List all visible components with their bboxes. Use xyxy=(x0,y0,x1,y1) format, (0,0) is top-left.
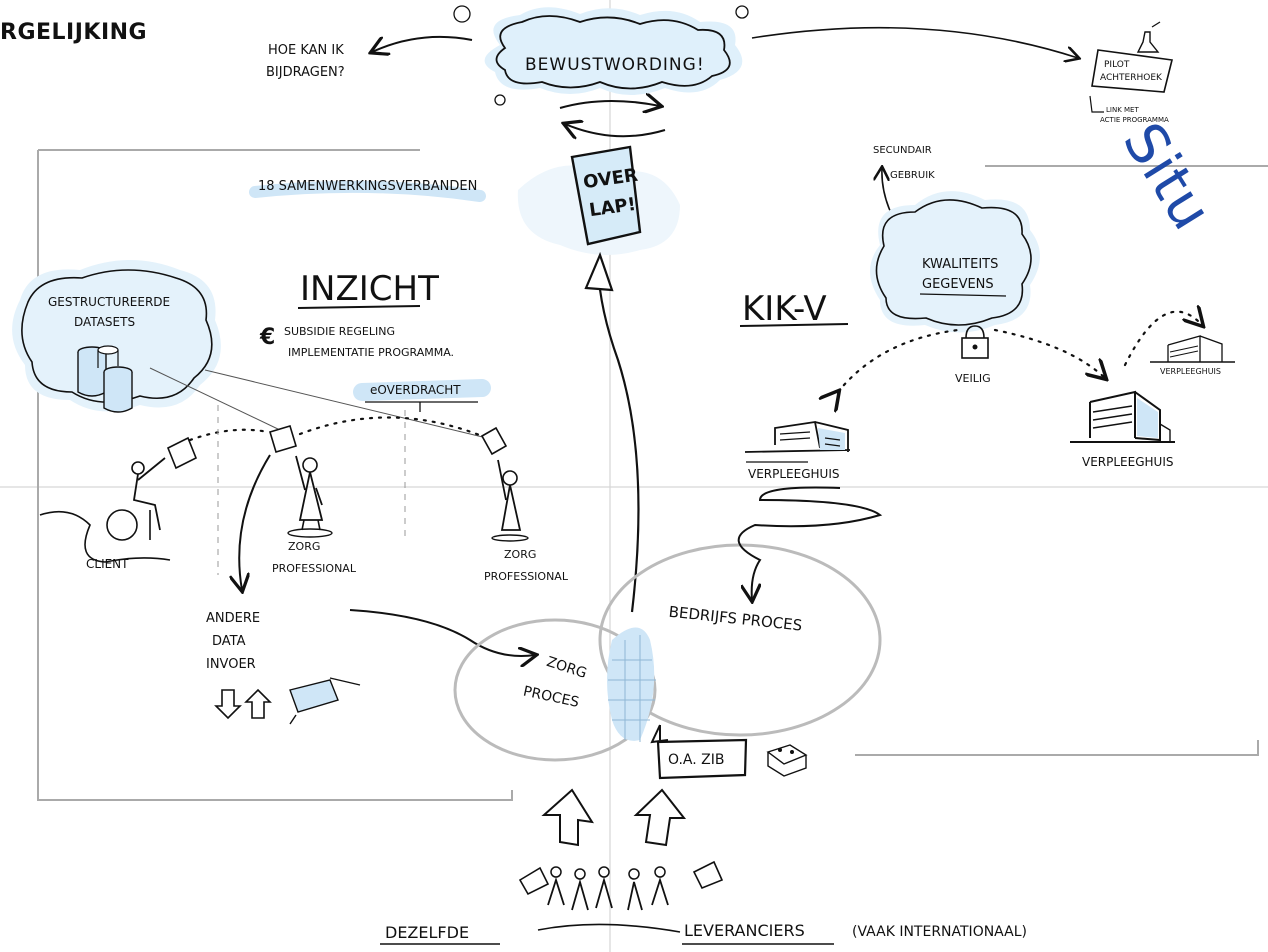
arrow-to-hoe-kan-ik xyxy=(372,35,473,52)
andere-line1: ANDERE xyxy=(206,611,260,626)
verpleeghuis-left-label: VERPLEEGHUIS xyxy=(748,467,839,481)
samenwerkingsverbanden-label: 18 SAMENWERKINGSVERBANDEN xyxy=(258,179,477,194)
arrow-to-overlap-head xyxy=(584,251,614,292)
nursing-home-icon xyxy=(744,420,851,453)
veilig-label: VEILIG xyxy=(955,372,991,385)
vaak-internationaal-label: (VAAK INTERNATIONAAL) xyxy=(852,924,1027,940)
oa-zib-sign xyxy=(650,724,748,780)
person-icon xyxy=(491,459,529,542)
bewustwording-label: BEWUSTWORDING! xyxy=(525,55,705,75)
flask-icon xyxy=(1136,21,1161,53)
hoe-kan-ik-line2: BIJDRAGEN? xyxy=(266,65,345,80)
arrow-icon xyxy=(214,688,272,720)
arrow-to-bedrijfs-proces xyxy=(737,486,883,601)
dotted-link-left xyxy=(838,328,960,392)
nursing-home-icon xyxy=(1070,390,1175,443)
lock-icon xyxy=(961,325,989,359)
euro-symbol: € xyxy=(259,325,275,350)
zorg-prof-2-line1: ZORG xyxy=(504,548,536,561)
zorg-proces-line2: PROCES xyxy=(522,683,581,710)
datasets-line2: DATASETS xyxy=(74,315,135,329)
person-icon xyxy=(287,455,333,538)
right-frame xyxy=(855,165,1268,756)
leveranciers-label: LEVERANCIERS xyxy=(684,921,805,940)
link-connector xyxy=(1089,95,1104,113)
eoverdracht-highlight xyxy=(353,379,491,401)
dotted-link-right xyxy=(993,328,1105,378)
verpleeghuis-right-label: VERPLEEGHUIS xyxy=(1082,455,1173,469)
transfer-dots xyxy=(188,416,484,442)
zorg-proces-line1: ZORG xyxy=(544,654,588,682)
dezelfde-label: DEZELFDE xyxy=(385,923,469,942)
link-line1: LINK MET xyxy=(1106,106,1139,114)
overlap-region xyxy=(607,627,655,741)
oa-zib-label: O.A. ZIB xyxy=(668,752,724,768)
inzicht-underline xyxy=(297,305,421,309)
kikv-title: KIK-V xyxy=(742,289,827,329)
overlap-hatch xyxy=(608,635,656,742)
database-icon xyxy=(77,345,133,413)
verpleeghuis-small-label: VERPLEEGHUIS xyxy=(1160,367,1221,376)
dataset-connectors xyxy=(149,367,496,441)
arrow-to-andere xyxy=(239,454,271,590)
overlap-sign xyxy=(517,145,680,255)
nursing-home-icon xyxy=(1150,335,1235,363)
datasets-cloud xyxy=(12,260,221,412)
samenwerkings-highlight xyxy=(249,180,486,202)
hoe-kan-ik-line1: HOE KAN IK xyxy=(268,43,344,58)
arrow-icon xyxy=(541,788,687,847)
kwaliteits-cloud xyxy=(870,191,1040,333)
secundair-line1: SECUNDAIR xyxy=(873,145,932,156)
wheelchair-icon xyxy=(106,457,166,541)
subsidie-line1: SUBSIDIE REGELING xyxy=(284,325,395,338)
left-frame xyxy=(37,149,513,801)
zorg-prof-2-line2: PROFESSIONAL xyxy=(484,570,569,583)
arrow-to-overlap xyxy=(596,267,640,613)
kwaliteits-line2: GEGEVENS xyxy=(922,277,994,292)
bewustwording-cloud xyxy=(453,5,749,106)
secundair-line2: GEBRUIK xyxy=(890,170,935,181)
andere-line2: DATA xyxy=(212,634,246,649)
kwaliteits-underline xyxy=(919,293,1007,297)
pilot-line2: ACHTERHOEK xyxy=(1100,73,1163,83)
pilot-sign xyxy=(1091,49,1173,93)
zorg-prof-1-line2: PROFESSIONAL xyxy=(272,562,357,575)
zorg-proces-ellipse xyxy=(453,618,657,762)
document-icon xyxy=(289,677,361,725)
kikv-underline xyxy=(739,323,849,327)
andere-line3: INVOER xyxy=(206,657,256,672)
person-icon xyxy=(518,860,724,933)
document-icon xyxy=(166,425,508,470)
cycle-arrow-bottom xyxy=(565,124,666,136)
cycle-arrow-top xyxy=(559,101,660,108)
arrow-to-zorg-proces xyxy=(349,609,535,656)
zorg-prof-1-line1: ZORG xyxy=(288,540,320,553)
pilot-line1: PILOT xyxy=(1104,60,1130,70)
subsidie-line2: IMPLEMENTATIE PROGRAMMA. xyxy=(288,346,454,359)
dotted-link-small xyxy=(1123,312,1202,367)
datasets-line1: GESTRUCTUREERDE xyxy=(48,295,170,309)
client-ground-line xyxy=(39,510,171,563)
client-label: CLIENT xyxy=(86,557,129,571)
arrow-to-pilot xyxy=(751,26,1078,58)
lego-brick-icon xyxy=(766,744,808,777)
page-title: RGELIJKING xyxy=(0,20,148,45)
inzicht-title: INZICHT xyxy=(300,269,439,309)
eoverdracht-bracket xyxy=(365,401,478,412)
bedrijfs-proces-label: BEDRIJFS PROCES xyxy=(668,603,803,635)
link-line2: ACTIE PROGRAMMA xyxy=(1100,116,1169,124)
kwaliteits-line1: KWALITEITS xyxy=(922,257,998,272)
eoverdracht-label: eOVERDRACHT xyxy=(370,383,461,397)
